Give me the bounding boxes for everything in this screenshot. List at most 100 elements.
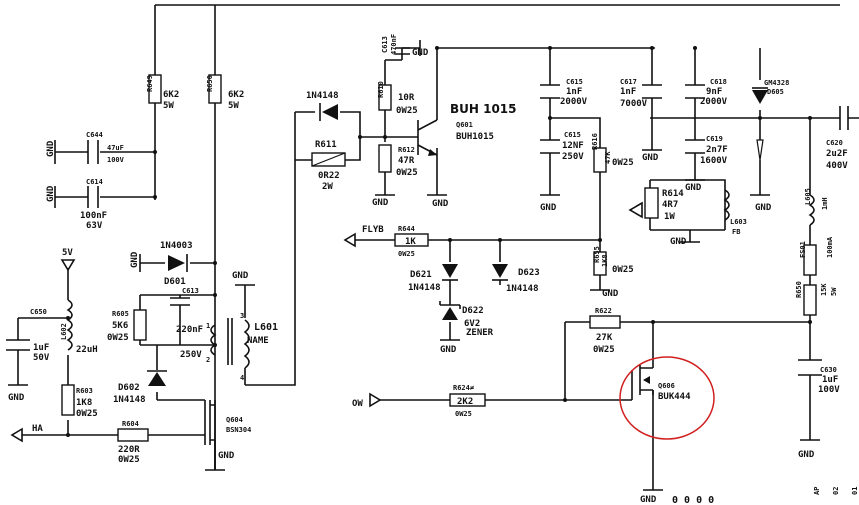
- resistor-r603: [61, 384, 75, 416]
- label-d622-v: 6V2: [464, 319, 480, 329]
- label-q606: Q606: [658, 382, 675, 390]
- ports: [10, 46, 812, 443]
- label-01: 01: [851, 487, 859, 495]
- label-r611: R611: [315, 140, 337, 150]
- label-l601: L601: [254, 322, 278, 333]
- label-r655-val: 1K8: [601, 254, 609, 267]
- label-gnd-3: GND: [130, 251, 140, 268]
- diode-d621: [442, 264, 458, 278]
- label-c615b-v2: 250V: [562, 152, 584, 162]
- label-c618: C618: [710, 78, 727, 86]
- label-r616-w: 0W25: [612, 158, 634, 168]
- transformer-l601-primary: [210, 324, 217, 356]
- capacitor-c613b: [395, 47, 410, 55]
- label-pin2: 2: [206, 356, 210, 364]
- label-q601-type: BUH1015: [456, 132, 494, 142]
- label-q601: Q601: [456, 121, 473, 129]
- diode-d605-lower: [756, 139, 764, 161]
- label-c630-v1: 1uF: [822, 375, 838, 385]
- label-d605: D605: [767, 88, 784, 96]
- label-r644: R644: [398, 225, 415, 233]
- resistor-r655: [593, 251, 607, 276]
- label-r604: R604: [122, 420, 139, 428]
- resistor-r650: [803, 284, 817, 316]
- label-l602-val: 22uH: [76, 345, 98, 355]
- label-d602-type: 1N4148: [113, 395, 146, 405]
- port-5v: [60, 259, 76, 272]
- label-r614-val: 4R7: [662, 200, 678, 210]
- label-c650: C650: [30, 308, 47, 316]
- label-gnd-1: GND: [46, 140, 56, 157]
- label-c615: C615: [566, 78, 583, 86]
- label-gnd-11: GND: [642, 153, 659, 163]
- label-r611-val: 0R22: [318, 171, 340, 181]
- transformer-l601-core: [227, 318, 233, 365]
- label-gnd-9: GND: [432, 199, 449, 209]
- label-bottom-dots: 0 0 0 0: [672, 495, 714, 505]
- label-r649-w: 5W: [163, 101, 174, 111]
- label-r622: R622: [595, 307, 612, 315]
- label-r616-val: 47K: [604, 151, 612, 164]
- diode-d623: [492, 264, 508, 278]
- diodes: [147, 87, 768, 386]
- label-l605-val: 1mH: [821, 197, 829, 210]
- label-c615b-v1: 12NF: [562, 141, 584, 151]
- label-d623-type: 1N4148: [506, 284, 539, 294]
- label-r614: R614: [662, 189, 684, 199]
- fuse-fs01: [803, 244, 817, 276]
- label-r650a-w: 5W: [228, 101, 239, 111]
- resistor-r624: [449, 393, 486, 407]
- label-pin4: 4: [240, 374, 244, 382]
- label-c619-v2: 1600V: [700, 156, 728, 166]
- label-c617-v2: 7000V: [620, 99, 648, 109]
- label-c615-v1: 1nF: [566, 87, 582, 97]
- label-ow: OW: [352, 399, 363, 409]
- label-r644-val: 1K: [405, 237, 416, 247]
- label-c613: C613: [182, 287, 199, 295]
- label-c614-v2: 63V: [86, 221, 103, 231]
- label-gnd-5: GND: [218, 451, 235, 461]
- labels: GND GND GND GND GND GND GND GND GND GND …: [8, 34, 859, 505]
- label-ap: AP: [813, 487, 821, 495]
- label-c613-val: 220nF: [176, 325, 203, 335]
- label-c650-v2: 50V: [33, 353, 50, 363]
- transformer-l601-secondary: [243, 319, 250, 385]
- port-flyb: [343, 232, 356, 248]
- label-1n4148-top: 1N4148: [306, 91, 339, 101]
- label-c644-v1: 47uF: [107, 144, 124, 152]
- label-fs01: FS01: [799, 241, 807, 258]
- capacitors: [6, 47, 849, 376]
- label-c614-v1: 100nF: [80, 211, 107, 221]
- label-q604-type: BSN304: [226, 426, 251, 434]
- resistor-r649: [148, 74, 162, 104]
- label-d622: D622: [462, 306, 484, 316]
- port-ow: [369, 392, 382, 408]
- wires: [17, 4, 859, 490]
- label-l603: L603: [730, 218, 747, 226]
- label-r605-val: 5K6: [112, 321, 128, 331]
- label-ha: HA: [32, 424, 43, 434]
- label-r616: R616: [591, 133, 599, 150]
- label-r650-w: 5W: [830, 287, 838, 296]
- capacitor-c644: [87, 140, 99, 164]
- capacitor-c630: [798, 359, 822, 376]
- label-1n4003: 1N4003: [160, 241, 193, 251]
- diode-d601: [168, 255, 185, 271]
- label-c618-v1: 9nF: [706, 87, 722, 97]
- label-r614-w: 1W: [664, 212, 675, 222]
- label-r605: R605: [112, 310, 129, 318]
- label-gnd-2: GND: [46, 185, 56, 202]
- label-d602: D602: [118, 383, 140, 393]
- label-gm4328: GM4328: [764, 79, 789, 87]
- label-c644: C644: [86, 131, 103, 139]
- label-r612-val: 47R: [398, 156, 415, 166]
- resistors: [61, 74, 817, 442]
- resistor-r616: [593, 147, 607, 173]
- label-r622-val: 27K: [596, 333, 613, 343]
- label-r655-w: 0W25: [612, 265, 634, 275]
- label-r611-w: 2W: [322, 182, 333, 192]
- label-r649-val: 6K2: [163, 90, 179, 100]
- inductor-l605: [808, 194, 815, 226]
- label-l603-fb: FB: [732, 228, 740, 236]
- label-c620-v2: 400V: [826, 161, 848, 171]
